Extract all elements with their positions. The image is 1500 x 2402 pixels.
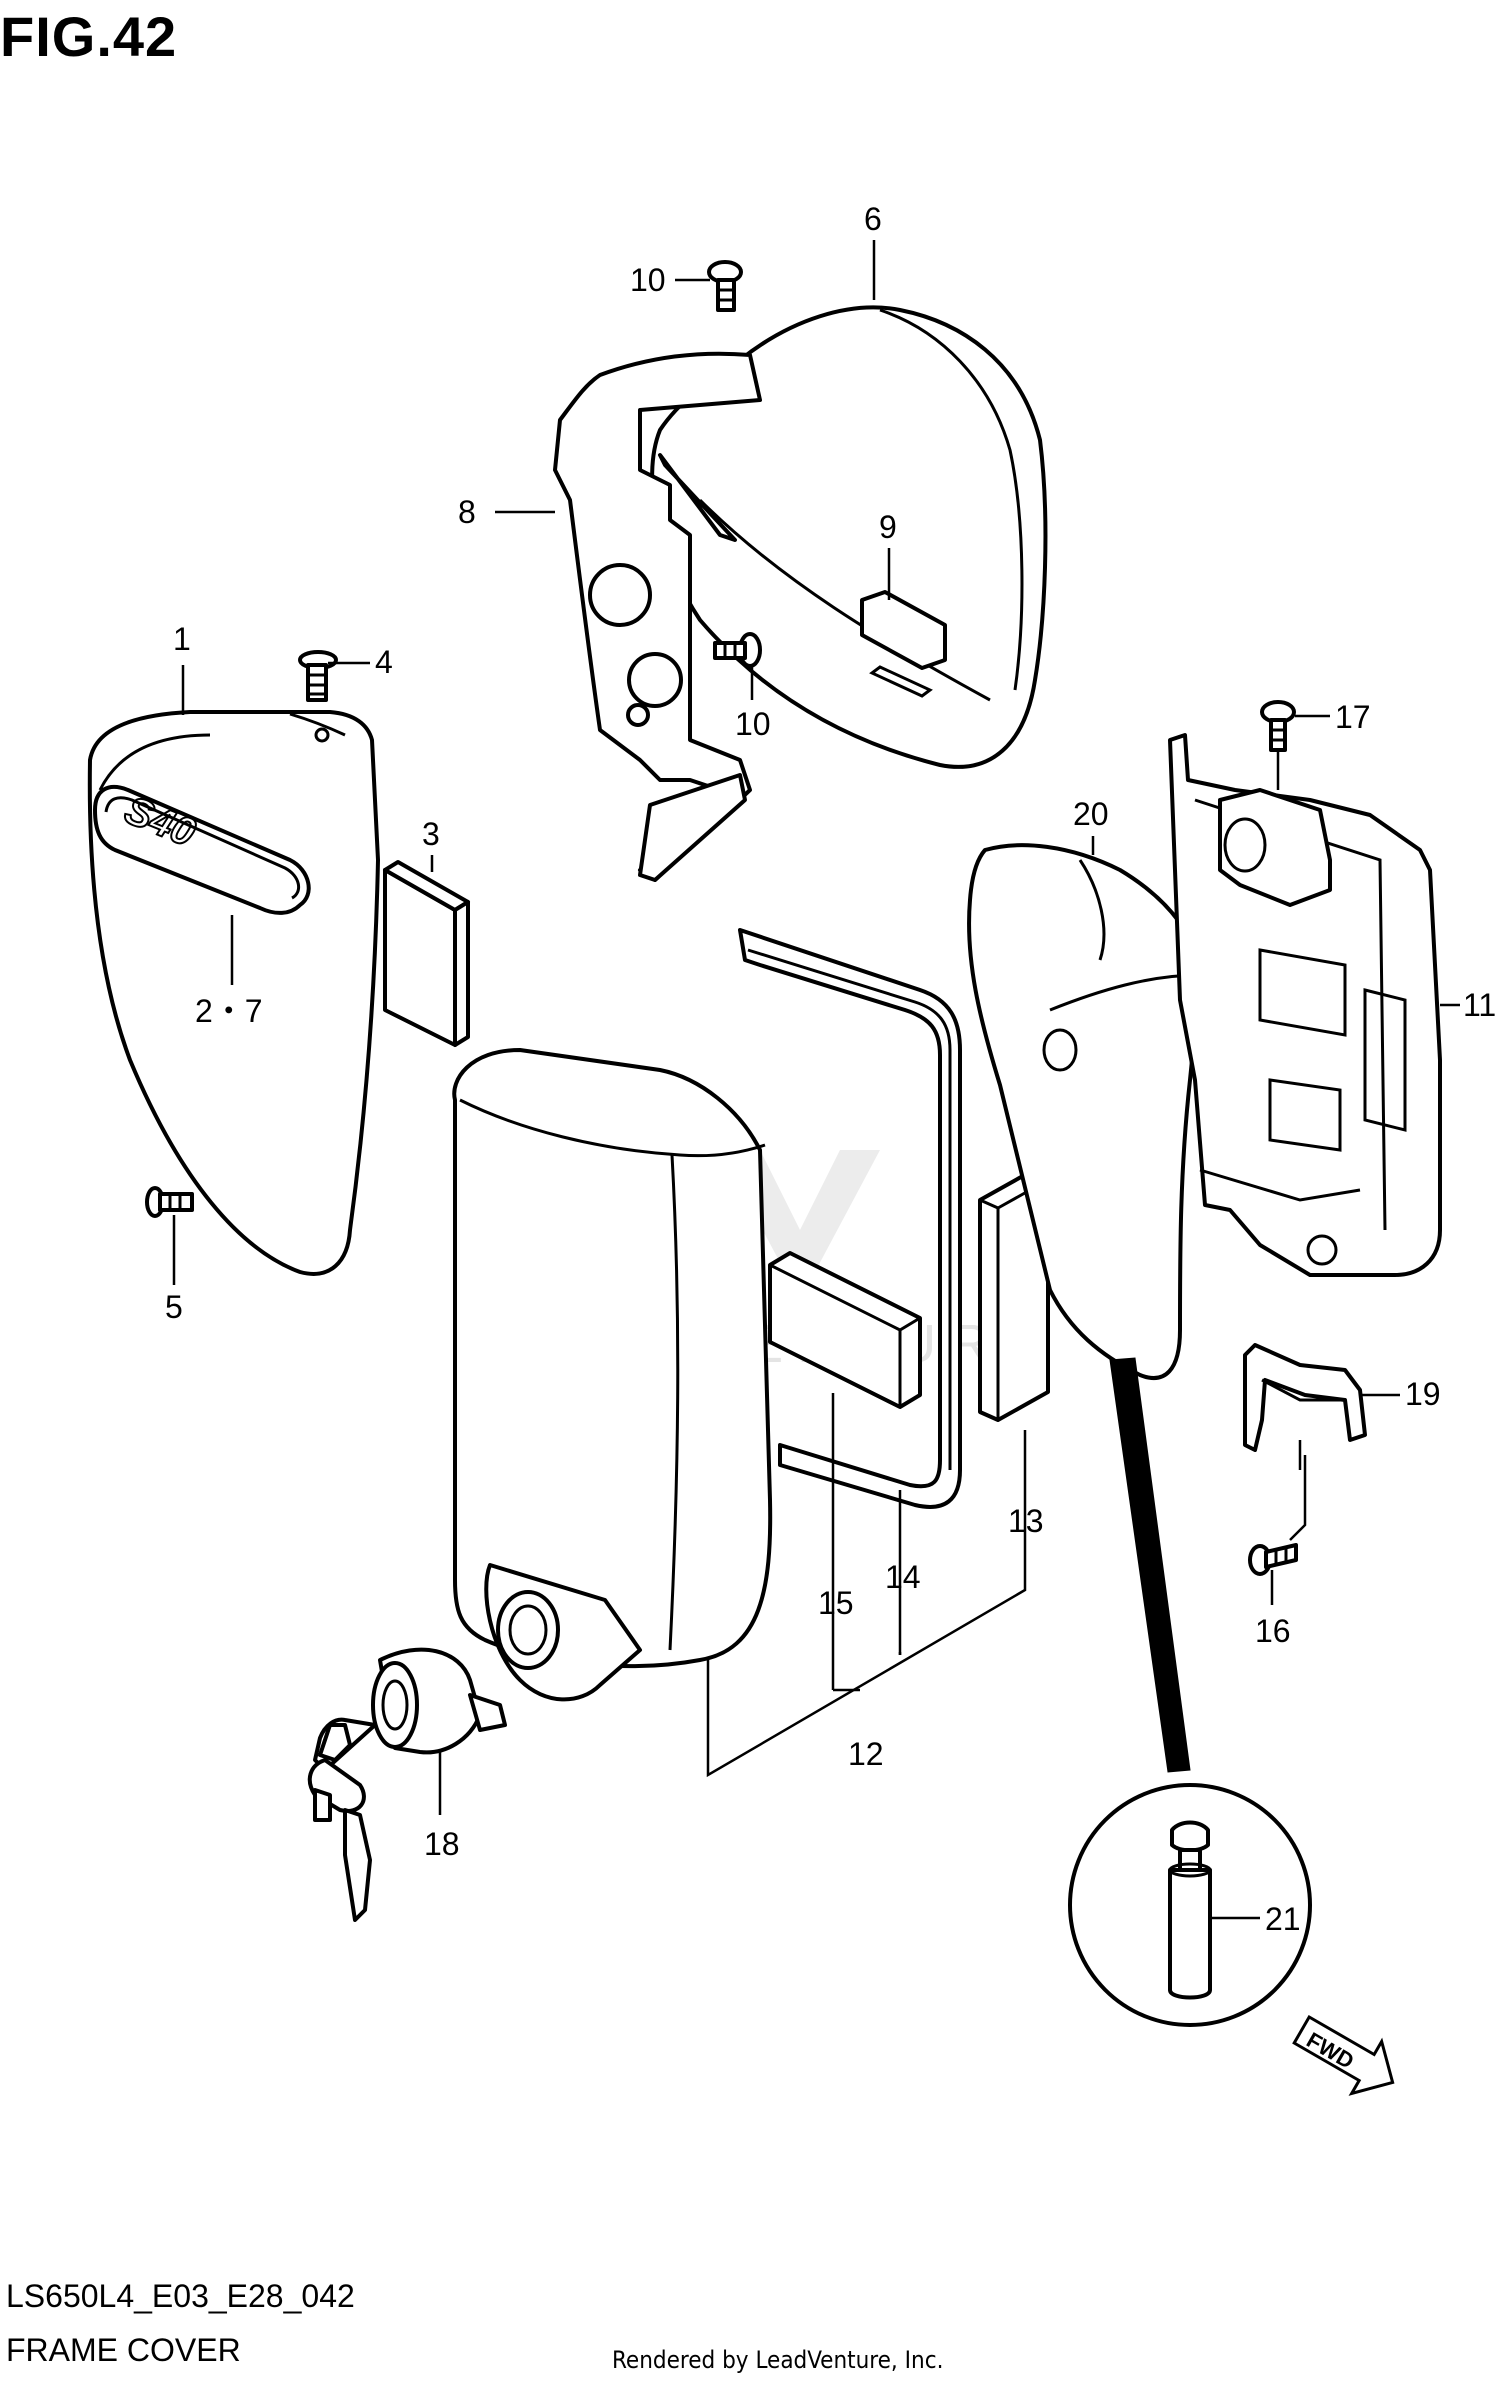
callout-4: 4 bbox=[375, 644, 393, 680]
callout-3: 3 bbox=[422, 816, 440, 852]
callout-10-lower: 10 bbox=[735, 706, 771, 742]
callout-14: 14 bbox=[885, 1559, 921, 1595]
key-lock-part-18[interactable] bbox=[307, 1647, 507, 1922]
cover-part-20[interactable] bbox=[967, 843, 1202, 1380]
callout-16: 16 bbox=[1255, 1613, 1291, 1649]
callout-21: 21 bbox=[1265, 1901, 1301, 1937]
detail-pointer bbox=[1109, 1357, 1191, 1773]
callout-labels: 1 2・7 3 4 5 6 8 9 10 10 11 12 13 14 15 1… bbox=[165, 201, 1496, 1937]
tool-box-part-12[interactable] bbox=[452, 1048, 773, 1702]
screw-part-10-upper[interactable] bbox=[707, 260, 743, 312]
side-cover-part-1[interactable]: S40 bbox=[87, 710, 380, 1276]
callout-1: 1 bbox=[173, 621, 191, 657]
bracket-part-11[interactable] bbox=[1168, 733, 1442, 1277]
model-code: LS650L4_E03_E28_042 bbox=[6, 2278, 355, 2314]
detail-circle-part-21[interactable] bbox=[1068, 1783, 1312, 2027]
callout-10-upper: 10 bbox=[630, 262, 666, 298]
callout-11: 11 bbox=[1463, 987, 1496, 1023]
callout-12: 12 bbox=[848, 1736, 884, 1772]
clip-part-19[interactable] bbox=[1243, 1343, 1367, 1452]
pad-part-15[interactable] bbox=[768, 1251, 922, 1409]
leader-lines bbox=[172, 240, 1460, 1920]
screw-part-16[interactable] bbox=[1248, 1543, 1298, 1576]
callout-17: 17 bbox=[1335, 699, 1371, 735]
tab-part-9[interactable] bbox=[860, 590, 947, 698]
callout-18: 18 bbox=[424, 1826, 460, 1862]
callout-9: 9 bbox=[879, 509, 897, 545]
screw-part-10-lower[interactable] bbox=[713, 632, 762, 668]
seal-frame-part-14[interactable] bbox=[738, 928, 962, 1509]
figure-title: FIG.42 bbox=[0, 5, 178, 68]
screw-part-5[interactable] bbox=[145, 1186, 194, 1218]
screw-part-17[interactable] bbox=[1260, 700, 1296, 752]
callout-6: 6 bbox=[864, 201, 882, 237]
callout-2-7: 2・7 bbox=[195, 993, 263, 1029]
callout-13: 13 bbox=[1008, 1503, 1044, 1539]
callout-5: 5 bbox=[165, 1289, 183, 1325]
fwd-arrow-icon: FWD bbox=[1292, 2014, 1395, 2096]
callout-8: 8 bbox=[458, 494, 476, 530]
section-name: FRAME COVER bbox=[6, 2332, 241, 2368]
bracket-part-8[interactable] bbox=[553, 351, 762, 882]
callout-19: 19 bbox=[1405, 1376, 1441, 1412]
pad-part-3[interactable] bbox=[383, 860, 470, 1047]
screw-part-4[interactable] bbox=[298, 650, 338, 702]
callout-15: 15 bbox=[818, 1585, 854, 1621]
callout-20: 20 bbox=[1073, 796, 1109, 832]
render-credit: Rendered by LeadVenture, Inc. bbox=[612, 2346, 944, 2374]
